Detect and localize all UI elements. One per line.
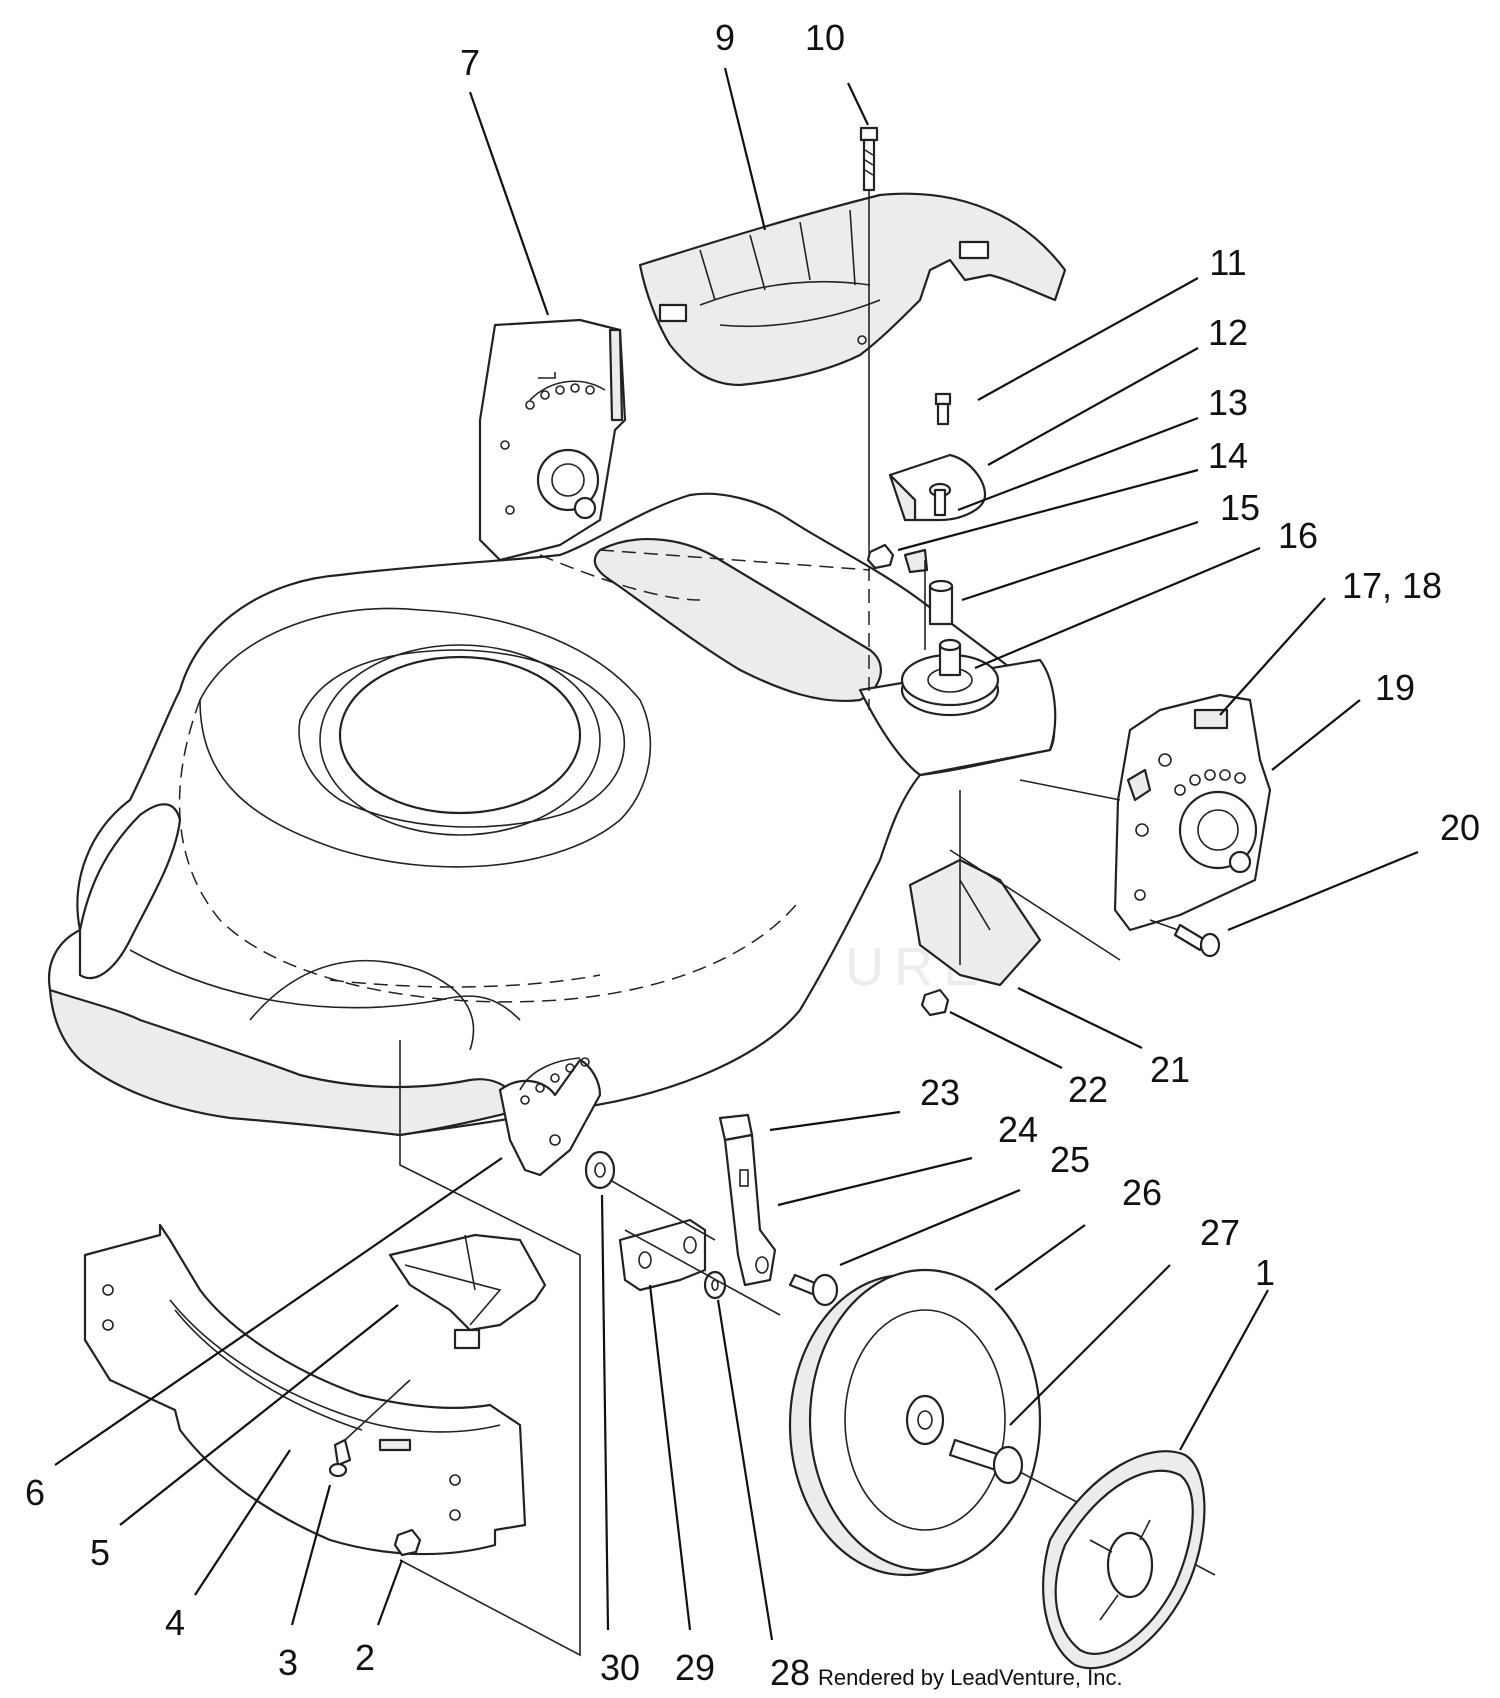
callout-16: 16 [1278, 515, 1318, 556]
callout-28: 28 [770, 1652, 810, 1693]
leader-11 [977, 277, 1199, 401]
part-17-18-label-plate [1193, 708, 1229, 730]
leader-13 [957, 416, 1199, 512]
part-29-wheel-bracket [618, 1218, 707, 1292]
callout-12: 12 [1208, 312, 1248, 353]
leader-20 [1227, 850, 1419, 932]
part-24-spring-plate [723, 1133, 777, 1287]
callout-29: 29 [675, 1647, 715, 1688]
leader-24 [777, 1156, 973, 1207]
part-16-idler-pulley [900, 638, 1000, 717]
leader-23 [769, 1110, 901, 1132]
part-26-wheel [788, 1268, 1042, 1577]
callout-30: 30 [600, 1647, 640, 1688]
callout-27: 27 [1200, 1212, 1240, 1253]
callout-14: 14 [1208, 435, 1248, 476]
callout-20: 20 [1440, 807, 1480, 848]
leader-29 [648, 1284, 692, 1631]
callout-23: 23 [920, 1072, 960, 1113]
deck-outline-dash-2 [329, 974, 601, 988]
deck-top-channel [593, 538, 882, 703]
part-3-screw [328, 1379, 411, 1478]
part-6-adjust-lever [498, 1057, 602, 1177]
part-20-screw [1149, 919, 1221, 958]
callout-9: 9 [715, 17, 735, 58]
callout-15: 15 [1220, 487, 1260, 528]
part-21-baffle [908, 779, 1121, 987]
callout-3: 3 [278, 1642, 298, 1683]
callout-22: 22 [1068, 1069, 1108, 1110]
axle-guide-lines [609, 1179, 781, 1316]
deck-rear-ridge-2 [249, 959, 475, 1051]
leader-16 [974, 546, 1261, 670]
leader-6 [54, 1157, 503, 1466]
callout-10: 10 [805, 17, 845, 58]
part-15-spacer [928, 579, 954, 626]
callout-7: 7 [460, 42, 480, 83]
part-10-bolt [859, 126, 879, 710]
callout-2: 2 [355, 1637, 375, 1678]
leader-27 [1009, 1264, 1171, 1426]
leader-2 [376, 1559, 404, 1626]
callout-21: 21 [1150, 1049, 1190, 1090]
callout-11: 11 [1209, 242, 1246, 283]
callout-25: 25 [1050, 1139, 1090, 1180]
callout-labels: 1 2 3 4 5 6 7 9 10 11 12 13 14 15 16 17,… [25, 17, 1480, 1693]
deck-outline-dash [178, 699, 801, 1003]
leader-7 [468, 91, 550, 316]
leader-4 [194, 1449, 291, 1596]
part-9-rear-cover [638, 192, 1067, 387]
leader-12 [987, 347, 1199, 466]
deck-body [47, 492, 1056, 1137]
leader-19 [1271, 699, 1361, 771]
callout-1: 1 [1255, 1252, 1275, 1293]
leader-15 [961, 520, 1199, 602]
part-13-bolt [928, 482, 952, 517]
deck-spindle-ring [319, 644, 601, 836]
callout-13: 13 [1208, 382, 1248, 423]
deck-inner-dome [199, 607, 652, 868]
leader-22 [949, 1011, 1063, 1069]
credit-text: Rendered by LeadVenture, Inc. [818, 1665, 1123, 1690]
deck-rear-ridge [129, 949, 521, 1021]
leader-17-18 [1219, 597, 1326, 716]
leader-10 [847, 82, 869, 126]
part-1-hubcap [1042, 1450, 1206, 1670]
leader-28 [716, 1299, 774, 1641]
callout-6: 6 [25, 1472, 45, 1513]
part-25-shoulder-bolt [788, 1273, 839, 1307]
leader-14 [897, 468, 1199, 552]
leader-3 [290, 1484, 332, 1626]
part-4-rear-flap [83, 1223, 527, 1556]
front-axle-frame [399, 1040, 581, 1657]
callout-19: 19 [1375, 667, 1415, 708]
part-7-height-bracket [478, 318, 627, 562]
part-30-washer [584, 1150, 616, 1190]
callout-17-18: 17, 18 [1342, 565, 1442, 606]
leader-9 [723, 67, 767, 231]
leader-1 [1179, 1289, 1269, 1451]
callout-26: 26 [1122, 1172, 1162, 1213]
leader-21 [1017, 987, 1143, 1049]
deck-spindle-opening [338, 655, 582, 815]
callout-5: 5 [90, 1532, 110, 1573]
pulley-guide-lines [539, 549, 926, 650]
part-11-screw [934, 392, 952, 426]
leader-lines [54, 67, 1419, 1641]
deck-blade-housing [298, 649, 626, 828]
leader-5 [119, 1304, 399, 1526]
mower-deck [47, 492, 1057, 1657]
part-5-deflector [388, 1233, 547, 1350]
part-14-nut [866, 543, 929, 574]
leader-30 [600, 1194, 610, 1631]
leader-26 [994, 1224, 1086, 1291]
leader-25 [839, 1188, 1021, 1267]
part-2-nut [393, 1528, 422, 1557]
callout-24: 24 [998, 1109, 1038, 1150]
callout-4: 4 [165, 1602, 185, 1643]
part-22-nut [920, 988, 950, 1017]
part-19-height-adjuster [1113, 693, 1272, 932]
